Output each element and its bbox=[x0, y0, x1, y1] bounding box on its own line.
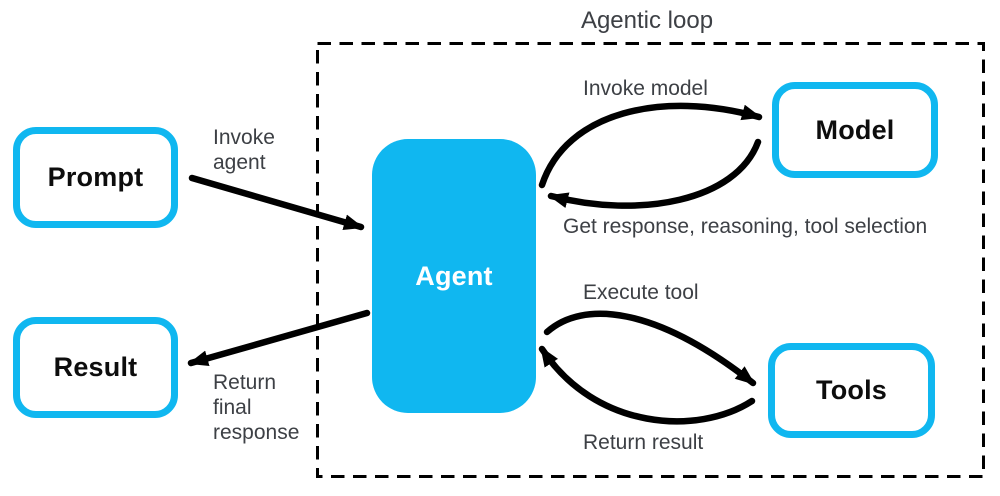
execute-tool-label: Execute tool bbox=[583, 281, 699, 304]
return-result-arrow bbox=[538, 345, 756, 425]
return-final-response-arrow bbox=[187, 309, 371, 367]
invoke-agent-arrow bbox=[188, 174, 365, 231]
diagram-title: Agentic loop bbox=[580, 7, 714, 34]
return-final-response-label: Return final response bbox=[213, 371, 300, 444]
get-response-arrow bbox=[547, 138, 762, 209]
return-result-label: Return result bbox=[583, 431, 704, 454]
invoke-model-label: Invoke model bbox=[583, 77, 708, 100]
agentic-loop-boundary bbox=[316, 42, 985, 478]
node-result: Result bbox=[13, 317, 178, 418]
node-prompt: Prompt bbox=[13, 127, 178, 228]
node-tools: Tools bbox=[768, 343, 935, 438]
node-model: Model bbox=[772, 82, 938, 178]
invoke-agent-label: Invoke agent bbox=[213, 126, 275, 174]
invoke-model-arrow bbox=[538, 102, 763, 189]
execute-tool-arrow bbox=[543, 310, 757, 387]
node-agent: Agent bbox=[372, 139, 536, 413]
get-response-label: Get response, reasoning, tool selection bbox=[563, 215, 928, 238]
